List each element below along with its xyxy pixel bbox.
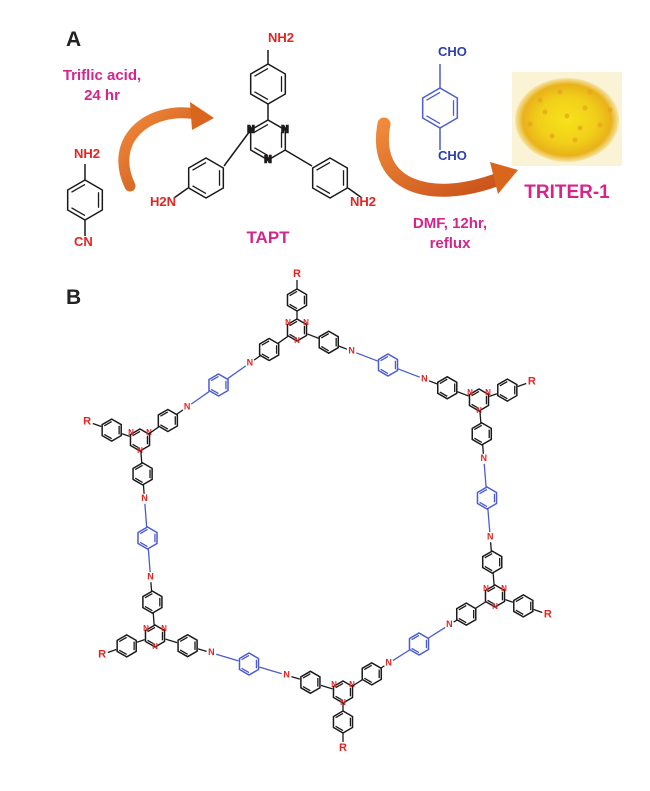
- imine-nitrogen: N: [481, 453, 488, 463]
- framework-triazine-nitrogen: N: [146, 428, 152, 437]
- linker-ring: [476, 486, 498, 510]
- imine-nitrogen: N: [487, 532, 494, 542]
- product-name-label: TRITER-1: [524, 182, 610, 203]
- framework-phenyl-ring: [300, 670, 321, 695]
- framework-phenyl-ring: [318, 330, 340, 355]
- framework-triazine-nitrogen: N: [485, 388, 491, 397]
- phenyl-ring-right: [311, 157, 349, 199]
- framework-phenyl-ring: [332, 710, 354, 734]
- framework-end-group: R: [83, 415, 91, 427]
- linker-ring: [408, 632, 430, 656]
- framework-triazine: [144, 624, 166, 648]
- reaction-arrow-1: [118, 102, 214, 192]
- linker-ring: [208, 373, 229, 397]
- reagent-line-1: Triflic acid,: [63, 67, 141, 84]
- imine-nitrogen: N: [247, 357, 254, 367]
- triter-1-powder-image: [512, 72, 622, 166]
- framework-triazine-nitrogen: N: [285, 318, 291, 327]
- framework-triazine-nitrogen: N: [349, 680, 355, 689]
- framework-phenyl-ring: [455, 602, 477, 627]
- nitrile-group-label: CN: [74, 234, 93, 249]
- phenyl-ring-left: [187, 157, 225, 199]
- aldehyde-group-bottom: CHO: [438, 148, 467, 163]
- imine-nitrogen: N: [147, 572, 154, 582]
- conditions-line-2: reflux: [430, 235, 472, 252]
- framework-triazine-nitrogen: N: [467, 388, 473, 397]
- framework-phenyl-ring: [258, 337, 280, 362]
- tapt-amine-right: NH2: [350, 194, 376, 209]
- terephthalaldehyde-molecule: CHO CHO: [421, 44, 467, 163]
- framework-triazine-nitrogen: N: [137, 446, 143, 455]
- phenyl-ring-top: [249, 63, 287, 105]
- reaction-arrow-2: [375, 117, 518, 197]
- panel-label-a: A: [66, 28, 81, 51]
- framework-triazine: [468, 388, 490, 412]
- amine-group-label: NH2: [74, 146, 100, 161]
- framework-triazine-nitrogen: N: [340, 698, 346, 707]
- framework-phenyl-ring: [471, 422, 493, 446]
- framework-phenyl-ring: [497, 378, 518, 402]
- framework-triazine-nitrogen: N: [161, 624, 167, 633]
- framework-triazine-nitrogen: N: [492, 602, 498, 611]
- framework-phenyl-ring: [101, 418, 122, 442]
- tapt-molecule: N N N NH2 H2N NH2 TAPT: [150, 30, 376, 247]
- linker-ring: [137, 526, 158, 550]
- framework-triazine-nitrogen: N: [303, 318, 309, 327]
- conditions-line-1: DMF, 12hr,: [413, 215, 487, 232]
- framework-phenyl-ring: [481, 550, 503, 574]
- framework-triazine: [129, 428, 151, 452]
- aminobenzonitrile-ring: [66, 179, 104, 221]
- imine-nitrogen: N: [283, 670, 290, 680]
- tapt-name-label: TAPT: [246, 228, 290, 247]
- framework-triazine-nitrogen: N: [143, 624, 149, 633]
- imine-nitrogen: N: [421, 373, 428, 383]
- linker-ring: [377, 353, 399, 377]
- tapt-amine-left: H2N: [150, 194, 176, 209]
- framework-triazine-nitrogen: N: [501, 584, 507, 593]
- imine-nitrogen: N: [385, 658, 392, 668]
- framework-phenyl-ring: [116, 634, 137, 658]
- framework-triazine-nitrogen: N: [152, 642, 158, 651]
- framework-phenyl-ring: [286, 288, 308, 312]
- panel-label-b: B: [66, 286, 81, 309]
- framework-triazine: [332, 680, 354, 704]
- framework-phenyl-ring: [177, 633, 198, 658]
- aldehyde-group-top: CHO: [438, 44, 467, 59]
- starting-material-aminobenzonitrile: NH2 CN: [66, 146, 104, 249]
- framework-end-group: R: [528, 375, 536, 387]
- framework-triazine-nitrogen: N: [476, 406, 482, 415]
- tapt-amine-top: NH2: [268, 30, 294, 45]
- imine-nitrogen: N: [446, 619, 453, 629]
- framework-phenyl-ring: [132, 462, 153, 486]
- framework-phenyl-ring: [142, 590, 163, 614]
- imine-nitrogen: N: [141, 493, 148, 503]
- framework-triazine-nitrogen: N: [294, 336, 300, 345]
- framework-end-group: R: [98, 648, 106, 660]
- reagent-line-2: 24 hr: [84, 87, 120, 104]
- framework-phenyl-ring: [157, 408, 179, 433]
- triazine-nitrogen: N: [281, 125, 288, 136]
- framework-phenyl-ring: [513, 594, 534, 618]
- imine-nitrogen: N: [208, 647, 215, 657]
- framework-triazine: [484, 584, 506, 608]
- framework-triazine-nitrogen: N: [331, 680, 337, 689]
- triazine-nitrogen: N: [247, 125, 254, 136]
- framework-triazine-nitrogen: N: [128, 428, 134, 437]
- imine-nitrogen: N: [348, 345, 355, 355]
- framework-end-group: R: [293, 268, 301, 280]
- framework-triazine-nitrogen: N: [483, 584, 489, 593]
- framework-phenyl-ring: [436, 375, 458, 400]
- imine-nitrogen: N: [184, 401, 191, 411]
- triazine-nitrogen: N: [264, 155, 271, 166]
- framework-end-group: R: [339, 742, 347, 754]
- terephthalaldehyde-ring: [421, 87, 459, 129]
- framework-end-group: R: [544, 608, 552, 620]
- framework-phenyl-ring: [361, 661, 383, 686]
- linker-ring: [238, 652, 260, 676]
